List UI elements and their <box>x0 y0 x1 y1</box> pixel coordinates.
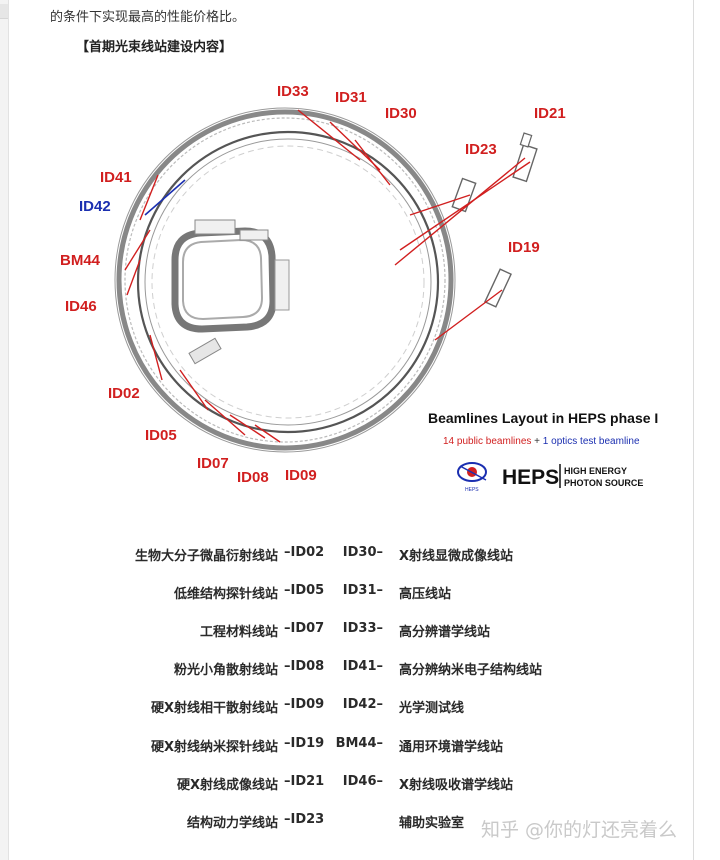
page-right-border <box>693 0 694 860</box>
subtitle-optics: 1 optics test beamline <box>543 436 640 447</box>
left-station-code: –ID23 <box>284 812 325 827</box>
logo-small-text: HEPS <box>465 487 479 493</box>
left-station-code: –ID09 <box>284 697 325 712</box>
label-id02: ID02 <box>108 385 140 402</box>
right-station-name: 通用环境谱学线站 <box>399 740 504 755</box>
label-bm44: BM44 <box>60 252 101 269</box>
heps-beamline-layout-figure: ID33 ID31 ID30 ID21 ID23 ID41 ID42 BM44 … <box>60 83 658 493</box>
right-station-code: ID30– <box>342 545 383 560</box>
right-station-code: ID42– <box>342 697 383 712</box>
left-station-code: –ID02 <box>284 545 325 560</box>
heps-logo: HEPS <box>457 462 487 493</box>
label-id42: ID42 <box>79 198 111 215</box>
layout-title: Beamlines Layout in HEPS phase I <box>428 410 658 426</box>
left-station-name: 硬X射线成像线站 <box>176 778 278 793</box>
subtitle-plus: + <box>531 436 542 447</box>
booster-building <box>171 219 290 365</box>
logo-sub1: HIGH ENERGY <box>564 466 627 476</box>
label-id05: ID05 <box>145 427 177 444</box>
left-station-name: 结构动力学线站 <box>186 816 278 831</box>
label-id41: ID41 <box>100 169 132 186</box>
left-station-code: –ID07 <box>284 621 325 636</box>
label-id33: ID33 <box>277 83 309 100</box>
label-id09: ID09 <box>285 467 317 484</box>
section-title: 【首期光束线站建设内容】 <box>76 40 233 55</box>
logo-sub2: PHOTON SOURCE <box>564 478 643 488</box>
left-station-code: –ID08 <box>284 659 325 674</box>
subtitle-public: 14 public beamlines <box>443 436 531 447</box>
right-station-code: BM44– <box>335 736 383 751</box>
beamlines <box>124 109 531 443</box>
layout-subtitle: 14 public beamlines + 1 optics test beam… <box>443 436 640 447</box>
table-row: 结构动力学线站 –ID23 辅助实验室 <box>0 812 720 832</box>
table-row: 粉光小角散射线站 –ID08 ID41– 高分辨纳米电子结构线站 <box>0 659 720 679</box>
logo-text: HEPS <box>502 466 559 489</box>
left-station-code: –ID05 <box>284 583 325 598</box>
table-row: 工程材料线站 –ID07 ID33– 高分辨谱学线站 <box>0 621 720 641</box>
label-id08: ID08 <box>237 469 269 486</box>
label-id46: ID46 <box>65 298 97 315</box>
right-station-name: X射线显微成像线站 <box>399 549 514 564</box>
table-row: 硬X射线成像线站 –ID21 ID46– X射线吸收谱学线站 <box>0 774 720 794</box>
right-station-code: ID41– <box>342 659 383 674</box>
left-station-name: 生物大分子微晶衍射线站 <box>134 549 278 564</box>
left-station-name: 低维结构探针线站 <box>173 587 278 602</box>
right-station-name: 高分辨纳米电子结构线站 <box>399 663 543 678</box>
table-row: 低维结构探针线站 –ID05 ID31– 高压线站 <box>0 583 720 603</box>
right-station-name: 高压线站 <box>399 587 452 602</box>
table-row: 硬X射线纳米探针线站 –ID19 BM44– 通用环境谱学线站 <box>0 736 720 756</box>
label-id19: ID19 <box>508 239 540 256</box>
label-id31: ID31 <box>335 89 367 106</box>
intro-text: 的条件下实现最高的性能价格比。 <box>50 10 246 25</box>
left-station-name: 粉光小角散射线站 <box>173 663 278 678</box>
gutter-marker <box>0 4 8 19</box>
table-row: 生物大分子微晶衍射线站 –ID02 ID30– X射线显微成像线站 <box>0 545 720 565</box>
right-station-code: ID33– <box>342 621 383 636</box>
left-station-name: 工程材料线站 <box>199 625 278 640</box>
right-station-code: ID31– <box>342 583 383 598</box>
left-station-code: –ID19 <box>284 736 325 751</box>
right-station-name: X射线吸收谱学线站 <box>399 778 514 793</box>
label-id23: ID23 <box>465 141 497 158</box>
label-id30: ID30 <box>385 105 417 122</box>
right-station-name: 高分辨谱学线站 <box>399 625 491 640</box>
table-row: 硬X射线相干散射线站 –ID09 ID42– 光学测试线 <box>0 697 720 717</box>
right-station-name: 辅助实验室 <box>399 816 465 831</box>
right-station-code: ID46– <box>342 774 383 789</box>
left-station-name: 硬X射线相干散射线站 <box>150 701 278 716</box>
right-station-name: 光学测试线 <box>399 701 465 716</box>
watermark: 知乎 @你的灯还亮着么 <box>481 819 678 841</box>
left-scroll-gutter <box>0 0 9 860</box>
left-station-code: –ID21 <box>284 774 325 789</box>
label-id21: ID21 <box>534 105 566 122</box>
label-id07: ID07 <box>197 455 229 472</box>
storage-ring <box>114 107 456 453</box>
left-station-name: 硬X射线纳米探针线站 <box>150 740 278 755</box>
